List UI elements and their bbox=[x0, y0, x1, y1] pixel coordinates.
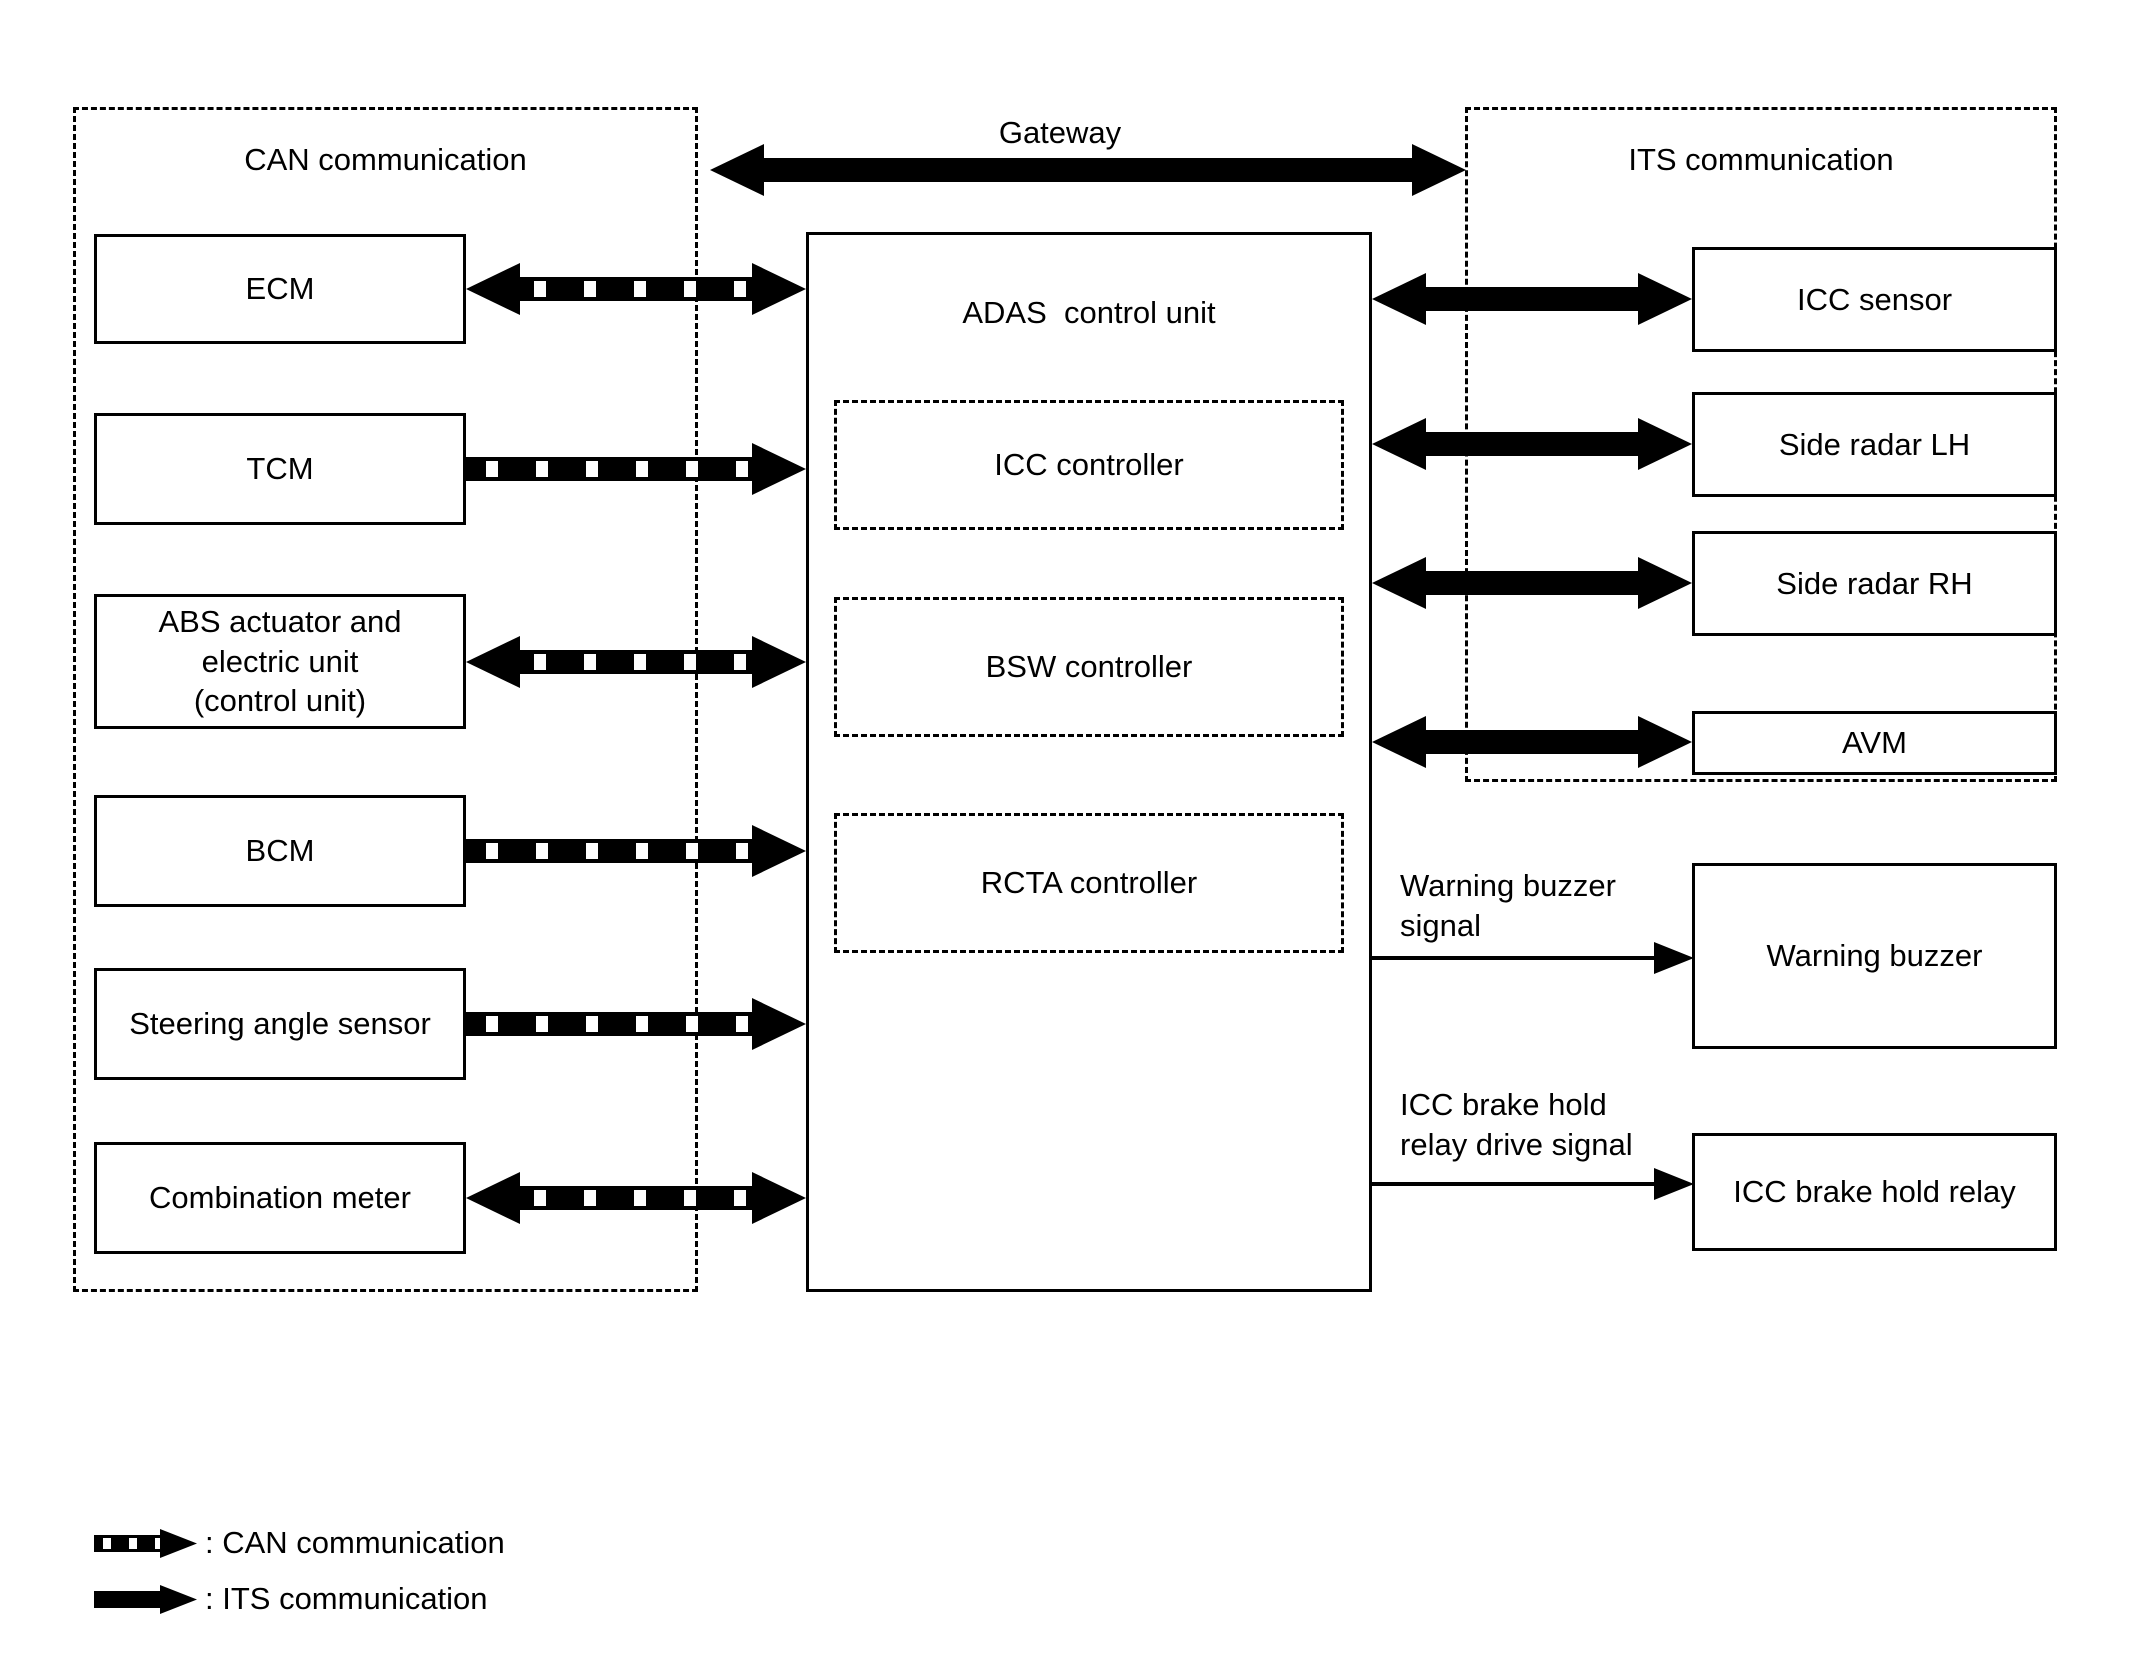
legend-can-label: : CAN communication bbox=[205, 1525, 505, 1560]
module-box-avm: AVM bbox=[1692, 711, 2057, 775]
module-box-icc-brake-hold-relay: ICC brake hold relay bbox=[1692, 1133, 2057, 1251]
icc-brake-hold-relay-signal-label: ICC brake hold relay drive signal bbox=[1400, 1087, 1633, 1163]
bsw-controller-label: BSW controller bbox=[985, 649, 1193, 684]
module-label-side-radar-lh: Side radar LH bbox=[1778, 426, 1971, 462]
module-box-tcm: TCM bbox=[94, 413, 466, 525]
module-box-side-radar-lh: Side radar LH bbox=[1692, 392, 2057, 497]
gateway-arrow bbox=[710, 144, 1466, 196]
module-box-side-radar-rh: Side radar RH bbox=[1692, 531, 2057, 636]
module-box-combination-meter: Combination meter bbox=[94, 1142, 466, 1254]
module-label-abs-actuator: ABS actuator and electric unit (control … bbox=[158, 603, 402, 719]
module-label-warning-buzzer: Warning buzzer bbox=[1766, 938, 1983, 974]
bsw-controller-box: BSW controller bbox=[834, 597, 1344, 737]
rcta-controller-label: RCTA controller bbox=[980, 865, 1198, 900]
module-label-bcm: BCM bbox=[245, 833, 315, 869]
warning-buzzer-signal-label: Warning buzzer signal bbox=[1400, 868, 1616, 944]
module-label-steering-angle-sensor: Steering angle sensor bbox=[129, 1006, 431, 1042]
rcta-controller-box: RCTA controller bbox=[834, 813, 1344, 953]
module-label-side-radar-rh: Side radar RH bbox=[1776, 565, 1973, 601]
module-box-ecm: ECM bbox=[94, 234, 466, 344]
dashed-arrow-icon bbox=[94, 1529, 197, 1558]
module-label-avm: AVM bbox=[1842, 725, 1907, 761]
adas-control-unit-title: ADAS control unit bbox=[962, 295, 1216, 330]
its-zone-title: ITS communication bbox=[1628, 142, 1894, 177]
module-label-icc-brake-hold-relay: ICC brake hold relay bbox=[1733, 1174, 2016, 1210]
module-box-abs-actuator: ABS actuator and electric unit (control … bbox=[94, 594, 466, 729]
solid-arrow-icon bbox=[94, 1585, 197, 1614]
module-label-combination-meter: Combination meter bbox=[149, 1180, 411, 1216]
can-communication-zone bbox=[73, 107, 698, 1292]
adas-control-unit-box bbox=[806, 232, 1372, 1292]
module-box-warning-buzzer: Warning buzzer bbox=[1692, 863, 2057, 1049]
module-label-icc-sensor: ICC sensor bbox=[1796, 281, 1953, 317]
legend-its-label: : ITS communication bbox=[205, 1581, 488, 1616]
legend-its-communication: : ITS communication bbox=[94, 1581, 488, 1617]
icc-controller-label: ICC controller bbox=[994, 447, 1184, 482]
gateway-label: Gateway bbox=[998, 115, 1122, 150]
signal-arrow-icc-brake-hold-relay bbox=[1372, 1168, 1694, 1200]
signal-arrow-warning-buzzer bbox=[1372, 942, 1694, 974]
can-zone-title: CAN communication bbox=[244, 142, 527, 177]
module-label-tcm: TCM bbox=[246, 451, 314, 487]
module-box-steering-angle-sensor: Steering angle sensor bbox=[94, 968, 466, 1080]
module-box-icc-sensor: ICC sensor bbox=[1692, 247, 2057, 352]
module-box-bcm: BCM bbox=[94, 795, 466, 907]
icc-controller-box: ICC controller bbox=[834, 400, 1344, 530]
module-label-ecm: ECM bbox=[245, 271, 315, 307]
legend-can-communication: : CAN communication bbox=[94, 1525, 505, 1561]
